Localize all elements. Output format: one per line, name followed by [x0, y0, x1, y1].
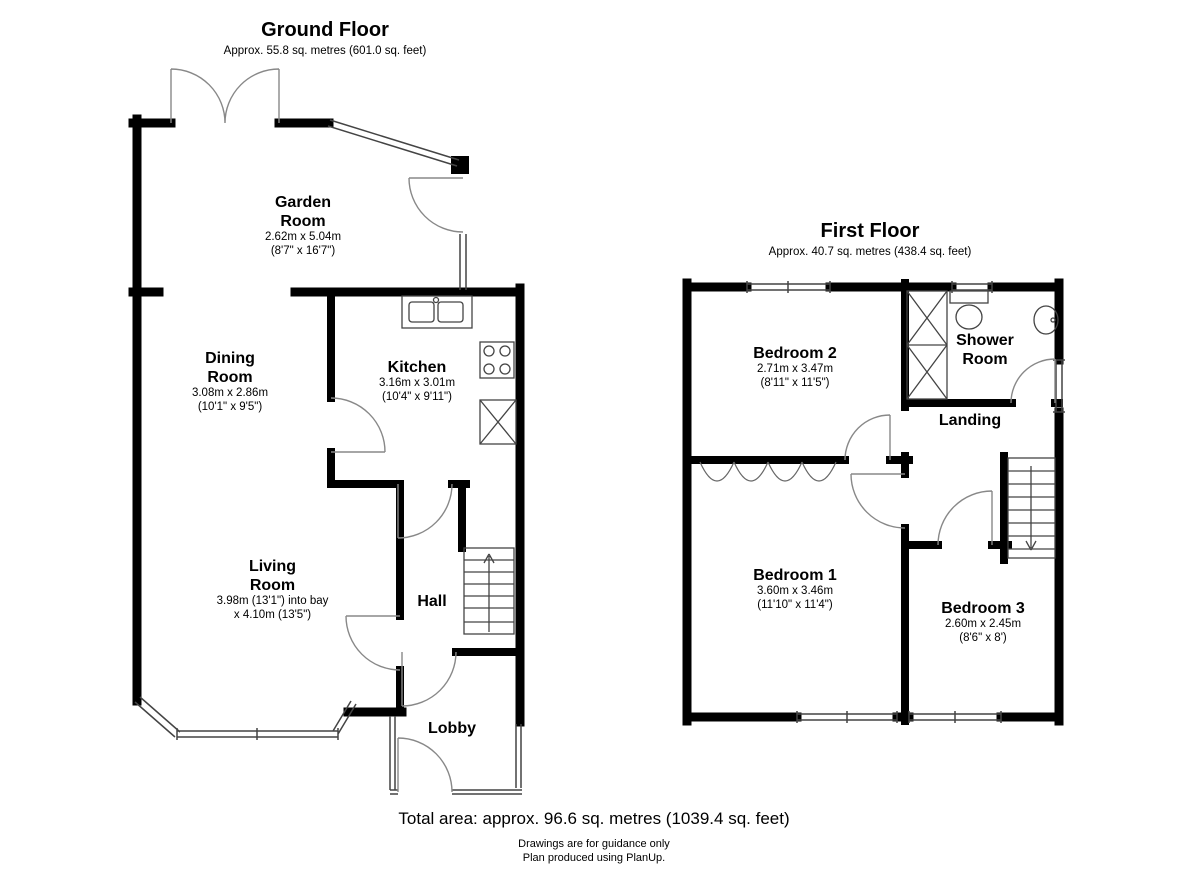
room-name: Bedroom 2: [753, 345, 837, 362]
room-name: Kitchen: [387, 359, 447, 376]
room-name: Dining Room: [205, 350, 255, 386]
room-dims-imperial: (8'7" x 16'7"): [270, 244, 336, 257]
first-interior-walls: [683, 279, 1063, 725]
room-label-shower-room: Shower Room: [930, 331, 1040, 369]
room-name: Garden Room: [274, 194, 331, 230]
room-dims-metric: 2.62m x 5.04m: [264, 231, 342, 243]
ground-floor-title: Ground Floor: [261, 19, 389, 41]
room-dims-imperial: (8'11" x 11'5"): [760, 376, 830, 389]
shower-cubicle-icon: [906, 290, 948, 400]
room-dims-metric: 3.08m x 2.86m: [191, 387, 269, 399]
room-dims-metric: 3.98m (13'1") into bay: [216, 595, 329, 607]
disclaimer-text: Drawings are for guidance only: [518, 838, 670, 850]
room-label-living-room: Living Room 3.98m (13'1") into bay x 4.1…: [190, 557, 355, 622]
wall-corner-block: [451, 156, 469, 174]
room-label-bedroom-3: Bedroom 3 2.60m x 2.45m (8'6" x 8'): [903, 599, 1063, 645]
first-window-lines: [746, 281, 1065, 723]
room-label-lobby: Lobby: [377, 719, 527, 738]
basin-icon: [1033, 305, 1059, 335]
stairs-up-icon: [463, 547, 515, 635]
appliance-icon: [479, 399, 517, 445]
room-dims-metric: 3.60m x 3.46m: [756, 585, 834, 597]
room-label-landing: Landing: [910, 411, 1030, 430]
room-name: Bedroom 1: [753, 567, 837, 584]
hob-icon: [479, 341, 515, 379]
wardrobe-icon: [699, 461, 837, 482]
ground-exterior-walls: [128, 114, 525, 727]
room-label-bedroom-1: Bedroom 1 3.60m x 3.46m (11'10" x 11'4"): [715, 566, 875, 612]
ground-floor-drawing: [128, 68, 525, 795]
room-label-dining-room: Dining Room 3.08m x 2.86m (10'1" x 9'5"): [150, 349, 310, 414]
room-dims-metric: 2.60m x 2.45m: [944, 618, 1022, 630]
first-floor-header: First Floor Approx. 40.7 sq. metres (438…: [710, 220, 1030, 259]
first-floor-title: First Floor: [820, 220, 920, 242]
ground-floor-header: Ground Floor Approx. 55.8 sq. metres (60…: [165, 19, 485, 58]
room-name: Shower Room: [956, 332, 1014, 368]
stairs-down-icon: [1007, 457, 1056, 559]
ground-interior-walls: [327, 288, 524, 716]
room-dims-metric: 2.71m x 3.47m: [756, 363, 834, 375]
ground-floor-area: Approx. 55.8 sq. metres (601.0 sq. feet): [223, 45, 427, 57]
room-name: Lobby: [428, 720, 476, 737]
credit-text: Plan produced using PlanUp.: [522, 852, 666, 864]
ground-door-arcs: [170, 68, 464, 793]
room-dims-metric: 3.16m x 3.01m: [378, 377, 456, 389]
first-floor-area: Approx. 40.7 sq. metres (438.4 sq. feet): [768, 246, 972, 258]
ground-window-lines: [134, 119, 522, 795]
room-name: Bedroom 3: [941, 600, 1025, 617]
room-name: Living Room: [248, 558, 297, 594]
room-dims-imperial: (8'6" x 8'): [959, 631, 1007, 644]
first-floor-drawing: [682, 278, 1065, 726]
room-dims-imperial: (10'1" x 9'5"): [197, 400, 263, 413]
room-dims-imperial: (10'4" x 9'11"): [382, 390, 452, 403]
toilet-icon: [949, 290, 989, 330]
room-name: Landing: [938, 412, 1002, 429]
room-label-hall: Hall: [397, 592, 467, 611]
room-label-garden-room: Garden Room 2.62m x 5.04m (8'7" x 16'7"): [223, 193, 383, 258]
room-dims-imperial: x 4.10m (13'5"): [233, 608, 312, 621]
room-label-kitchen: Kitchen 3.16m x 3.01m (10'4" x 9'11"): [337, 358, 497, 404]
room-label-bedroom-2: Bedroom 2 2.71m x 3.47m (8'11" x 11'5"): [715, 344, 875, 390]
kitchen-sink-icon: [401, 295, 473, 329]
first-door-arcs: [844, 358, 1056, 546]
total-area-text: Total area: approx. 96.6 sq. metres (103…: [398, 809, 790, 828]
room-dims-imperial: (11'10" x 11'4"): [757, 598, 833, 611]
room-name: Hall: [417, 593, 447, 610]
